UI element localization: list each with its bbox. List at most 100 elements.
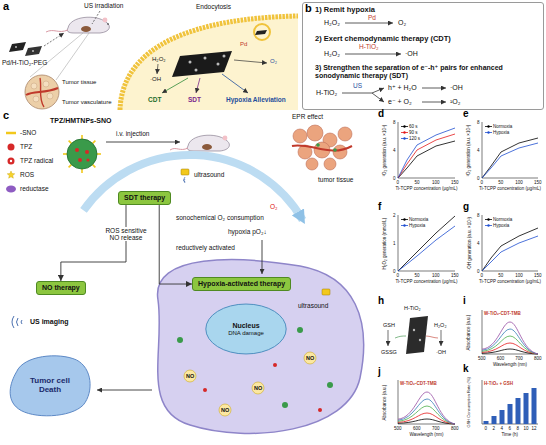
text-label: ·OH xyxy=(450,84,463,92)
tick-label: 0 xyxy=(477,176,480,181)
sample-marker xyxy=(487,224,489,226)
figure-shape xyxy=(342,93,372,94)
legend-entry: ROS xyxy=(20,171,34,178)
us-beam xyxy=(92,11,100,24)
sample-marker xyxy=(403,224,405,226)
figure-shape xyxy=(422,88,446,89)
sample-line xyxy=(485,225,492,226)
panel-letter: k xyxy=(463,364,469,374)
figure-shape xyxy=(120,16,298,110)
figure-shape xyxy=(81,26,91,32)
cell-drawing xyxy=(120,16,298,110)
figure-shape xyxy=(184,370,196,382)
figure-shape xyxy=(85,150,89,154)
text-label: Endocytosis xyxy=(196,3,231,10)
sample-marker xyxy=(487,131,489,133)
figure-shape xyxy=(25,46,42,56)
cycle-arrow xyxy=(84,155,303,220)
figure-shape xyxy=(482,329,538,354)
figure-shape xyxy=(482,343,538,354)
figure-shape xyxy=(441,330,442,346)
tick-label: 2 xyxy=(393,213,396,218)
injection-arrow xyxy=(106,142,180,143)
legend-samples xyxy=(6,133,16,193)
figure-shape xyxy=(8,158,15,165)
figure-shape xyxy=(372,93,384,102)
figure-shape xyxy=(426,336,438,338)
legend-text: ROS xyxy=(20,171,34,178)
figure-shape xyxy=(484,421,489,424)
text-label: SDT xyxy=(188,96,201,103)
figure-shape xyxy=(31,83,37,89)
figure-shape xyxy=(482,143,538,178)
figure-shape xyxy=(482,336,538,354)
tick-label: 100 xyxy=(432,273,440,278)
text-label: H-TiO₂ xyxy=(404,305,421,311)
figure-shape xyxy=(254,24,270,40)
panel-letter: j xyxy=(378,367,381,377)
tick-label: 50 xyxy=(415,273,420,278)
figure-shape xyxy=(204,57,207,60)
figure-shape xyxy=(297,327,303,333)
legend-line-sample xyxy=(485,223,492,228)
figure-shape xyxy=(395,336,406,338)
text-label: NO xyxy=(221,407,229,413)
figure-shape xyxy=(500,410,505,424)
text-label: H-TiO₂ xyxy=(316,89,337,97)
sample-marker xyxy=(487,218,489,220)
text-label: ·OH xyxy=(150,76,161,83)
tick-label: 0 xyxy=(481,180,484,185)
figure-shape xyxy=(170,148,188,150)
figure-shape xyxy=(333,145,347,159)
legend-line-sample xyxy=(401,217,408,222)
figure-shape xyxy=(398,226,455,271)
legend-line-sample xyxy=(401,124,408,129)
figure-shape xyxy=(422,102,446,103)
figure-shape xyxy=(482,138,538,178)
figure-shape xyxy=(398,134,455,178)
node-text: 3) Strengthen the separation of e⁻-h⁺ pa… xyxy=(315,64,541,80)
therapy-box: NO therapy xyxy=(36,281,86,295)
tick-label: 0 xyxy=(397,180,400,185)
figure-shape xyxy=(482,380,538,424)
text-label: W-TiO₂-CDT-TMB xyxy=(400,381,437,386)
text-label: GSH xyxy=(383,322,395,328)
figure-shape xyxy=(282,402,288,408)
edge-label: ROS sensitive NO release xyxy=(100,227,152,241)
ultrasound-icon xyxy=(181,169,189,183)
legend-text: 60 s xyxy=(409,124,418,129)
figure-shape xyxy=(307,125,323,141)
text-label: hypoxia pO₂↓ xyxy=(228,228,267,235)
tick-label: 50 xyxy=(498,273,503,278)
figure-shape xyxy=(234,60,267,63)
tick-label: 700 xyxy=(515,356,523,361)
legend-entry: Hypoxia xyxy=(485,130,509,135)
figure-shape xyxy=(107,23,109,25)
figure-shape xyxy=(6,132,16,135)
legend-entry: Normoxia xyxy=(485,124,512,129)
figure-shape xyxy=(8,144,15,151)
figure-shape xyxy=(398,399,455,424)
nanoparticle-drawing xyxy=(63,135,101,173)
text-label: NO xyxy=(254,385,262,391)
figure-shape xyxy=(398,392,455,424)
panel-letter: b xyxy=(305,3,312,14)
text-label: EPR effect xyxy=(292,113,323,120)
figure-shape xyxy=(372,88,384,93)
zoom-line xyxy=(30,33,83,77)
figure-shape xyxy=(9,42,26,52)
figure-shape xyxy=(67,139,97,169)
figure-shape xyxy=(398,128,455,178)
tick-label: 8 xyxy=(477,213,480,218)
axis-title: GSH Consumption Rate (%) xyxy=(467,377,472,427)
text-label: US imaging xyxy=(30,318,69,326)
figure-shape xyxy=(187,135,229,151)
legend-text: Hypoxia xyxy=(409,223,425,228)
tick-label: 0 xyxy=(485,426,488,431)
sample-line xyxy=(485,132,492,133)
figure-shape xyxy=(482,215,538,271)
figure-shape xyxy=(304,352,316,364)
tick-label: 10 xyxy=(524,426,529,431)
text-label: TPZ/HMTNPs-SNO xyxy=(50,117,111,125)
tick-label: 800 xyxy=(451,426,459,431)
